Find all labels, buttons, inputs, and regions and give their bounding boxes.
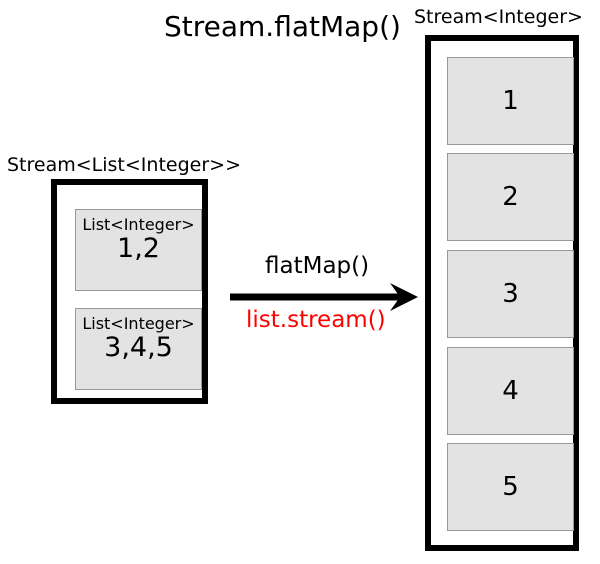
source-stream-container: List<Integer> 1,2 List<Integer> 3,4,5 — [51, 179, 208, 404]
arrow-right-icon — [228, 283, 418, 311]
source-element-type: List<Integer> — [82, 215, 195, 234]
result-element-value: 3 — [502, 279, 519, 309]
source-element-value: 1,2 — [117, 233, 160, 264]
operation-label: flatMap() — [265, 253, 370, 279]
result-stream-label: Stream<Integer> — [414, 6, 583, 28]
list-item: List<Integer> 1,2 — [75, 209, 202, 291]
source-element-value: 3,4,5 — [104, 332, 173, 363]
result-element-value: 2 — [502, 182, 519, 212]
result-element-value: 4 — [502, 376, 519, 406]
list-item: 1 — [447, 57, 574, 145]
list-item: 3 — [447, 250, 574, 338]
list-item: 4 — [447, 347, 574, 435]
source-element-type: List<Integer> — [82, 314, 195, 333]
page-title: Stream.flatMap() — [164, 10, 401, 43]
list-item: 2 — [447, 153, 574, 241]
result-element-value: 5 — [502, 472, 519, 502]
result-stream-container: 1 2 3 4 5 — [425, 35, 579, 551]
list-item: 5 — [447, 443, 574, 531]
lambda-label: list.stream() — [246, 307, 386, 333]
result-element-value: 1 — [502, 86, 519, 116]
list-item: List<Integer> 3,4,5 — [75, 308, 202, 390]
source-stream-label: Stream<List<Integer>> — [7, 154, 241, 176]
